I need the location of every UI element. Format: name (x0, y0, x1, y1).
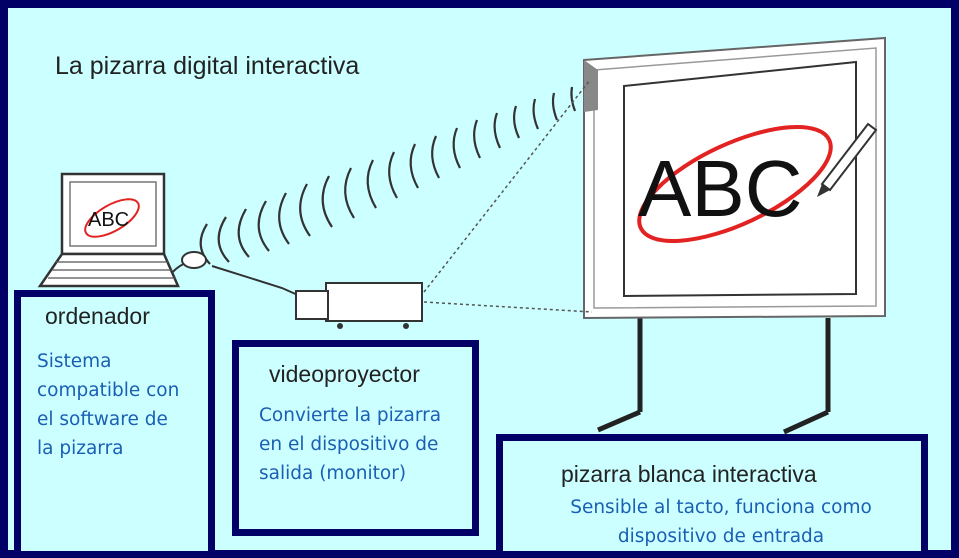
diagram-title: La pizarra digital interactiva (55, 52, 360, 80)
pizarra-box: pizarra blanca interactiva Sensible al t… (496, 434, 928, 558)
projection-lines (423, 79, 593, 313)
pizarra-title: pizarra blanca interactiva (561, 461, 817, 487)
projector-icon (295, 282, 423, 329)
videoproyector-description: Convierte la pizarra en el dispositivo d… (259, 405, 442, 484)
videoproyector-box: videoproyector Convierte la pizarra en e… (232, 340, 479, 536)
stylus-pen-icon (817, 122, 878, 197)
videoproyector-title: videoproyector (269, 361, 420, 387)
whiteboard (583, 36, 886, 320)
pizarra-description: Sensible al tacto, funciona como disposi… (570, 497, 872, 547)
ordenador-title: ordenador (45, 303, 150, 329)
screen-abc-text: ABC (638, 144, 803, 233)
ordenador-description: Sistema compatible con el software de la… (37, 351, 180, 459)
ordenador-box: ordenador Sistema compatible con el soft… (14, 290, 215, 558)
laptop-abc-text: ABC (88, 209, 129, 231)
wireless-waves (199, 86, 577, 265)
screen-annotation-ellipse (637, 125, 833, 243)
whiteboard-stand (597, 318, 831, 435)
whiteboard-sensor (584, 60, 598, 112)
laptop-icon: ABC (37, 172, 180, 288)
